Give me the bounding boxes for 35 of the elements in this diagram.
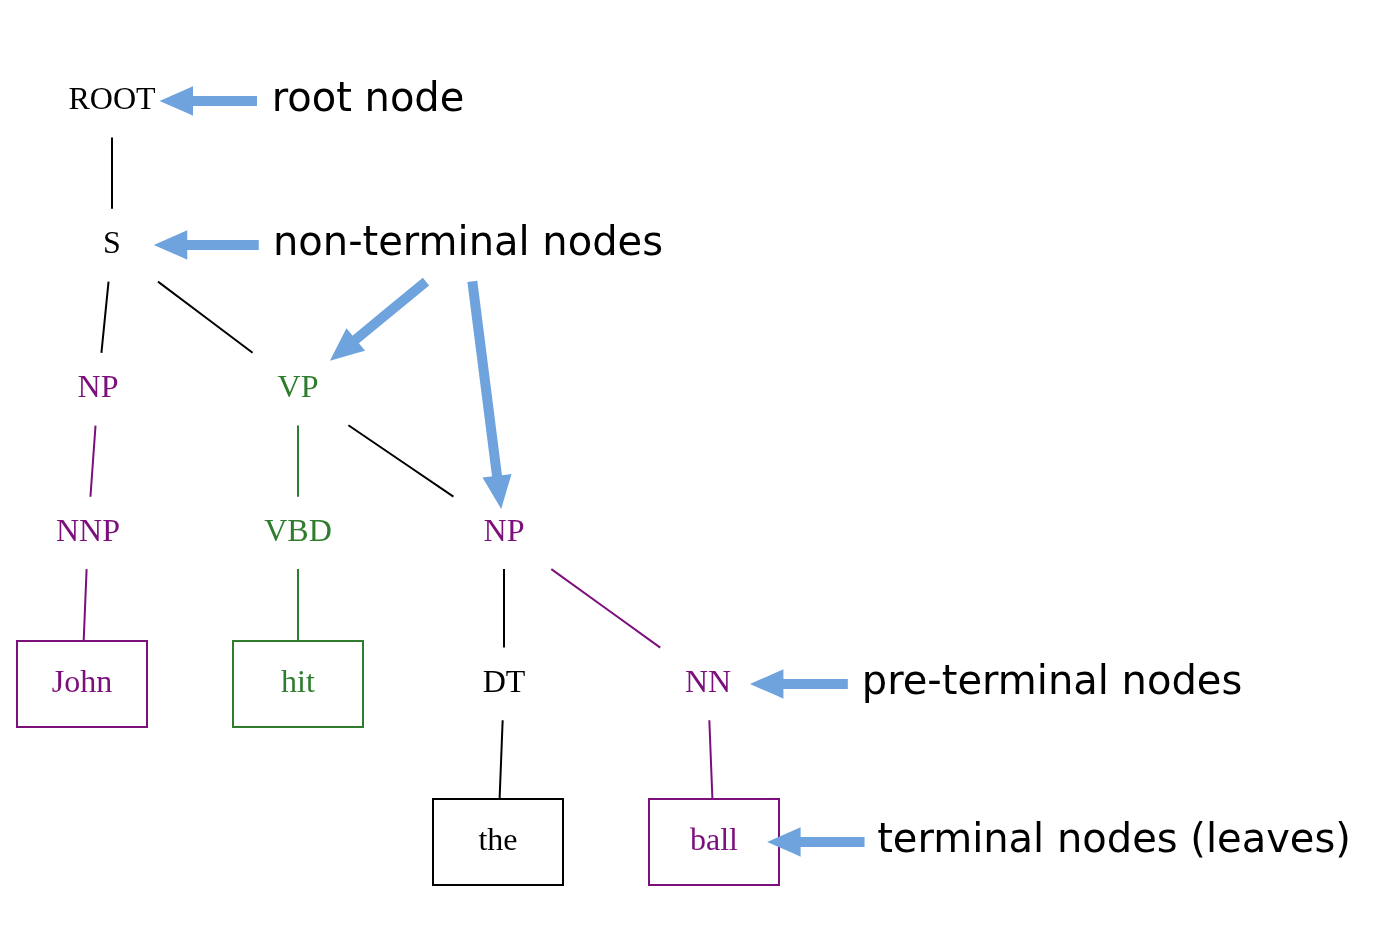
node-text: VP [277,367,318,404]
arrow [159,85,257,116]
connector [346,423,454,498]
arrow [329,277,429,361]
arrow [766,826,864,857]
node-text: terminal nodes (leaves) [876,814,1351,861]
connector [156,280,254,354]
node-text: ROOT [67,79,156,116]
connector [82,567,88,642]
node-text: NNP [55,511,120,548]
connector [296,424,299,498]
connector [88,424,96,498]
connector [498,718,504,800]
connector [549,567,661,649]
arrow [749,668,848,699]
node-box: ball [647,797,780,886]
connector [110,136,113,210]
node-text: NP [483,511,524,548]
connector [707,718,713,800]
node-text: NP [77,367,118,404]
node-box: John [15,639,148,728]
node-text: pre-terminal nodes [861,656,1242,703]
arrow [466,280,512,509]
node-text: DT [482,662,525,699]
node-text: VBD [263,511,332,548]
arrow [153,229,259,260]
connector [296,567,299,642]
node-box: the [431,797,564,886]
node-text: root node [271,73,464,120]
node-box: hit [231,639,364,728]
node-text: non-terminal nodes [272,217,663,264]
connector [502,567,505,649]
node-text: NN [684,662,731,699]
connector [99,280,110,354]
node-text: S [102,223,121,260]
